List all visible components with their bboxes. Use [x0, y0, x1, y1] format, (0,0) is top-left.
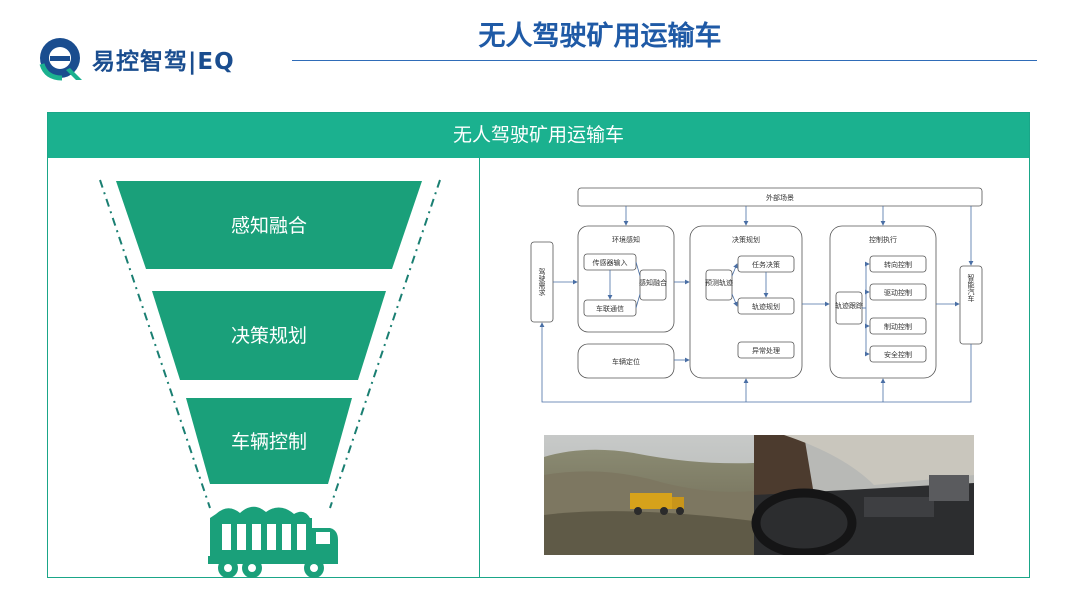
funnel-stage-2-label: 决策规划	[231, 325, 307, 347]
tracking-label: 轨迹跟踪	[835, 301, 863, 310]
field-photos	[544, 435, 974, 555]
v2x-label: 车联通信	[596, 304, 624, 313]
title-underline	[292, 60, 1037, 61]
driving-demand-label: 驾驶需求	[538, 267, 546, 296]
safety-label: 安全控制	[884, 350, 912, 359]
steering-label: 转向控制	[884, 260, 912, 269]
sensor-input-label: 传感器输入	[593, 258, 628, 267]
perception-title: 环境感知	[612, 235, 640, 244]
task-decision-label: 任务决策	[752, 260, 780, 269]
control-title: 控制执行	[869, 235, 897, 244]
panel-title: 无人驾驶矿用运输车	[48, 113, 1029, 158]
intelligent-vehicle-label: 智能汽车	[967, 273, 975, 303]
fusion-label: 感知融合	[639, 278, 667, 287]
brake-label: 制动控制	[884, 322, 912, 331]
mining-truck-icon	[208, 507, 338, 578]
drive-label: 驱动控制	[884, 288, 912, 297]
decision-title: 决策规划	[732, 235, 760, 244]
mine-site-photo	[544, 435, 754, 555]
positioning-label: 车辆定位	[612, 357, 640, 366]
funnel-stage-1-label: 感知融合	[231, 215, 307, 237]
funnel-stage-3-label: 车辆控制	[231, 431, 307, 453]
cab-interior-photo	[754, 435, 974, 555]
exception-label: 异常处理	[752, 346, 780, 355]
panel-divider	[479, 158, 480, 578]
external-scene-label: 外部场景	[766, 193, 794, 202]
page-title: 无人驾驶矿用运输车	[0, 14, 1080, 53]
funnel-diagram: 感知融合 决策规划 车辆控制	[48, 158, 479, 578]
system-architecture-diagram: 外部场景 驾驶需求 环境感知 传感器输入 车联通信 感知融合 车辆定位 决策规划…	[528, 184, 988, 410]
trajectory-planning-label: 轨迹规划	[752, 302, 780, 311]
predict-label: 预测轨迹	[705, 278, 733, 287]
